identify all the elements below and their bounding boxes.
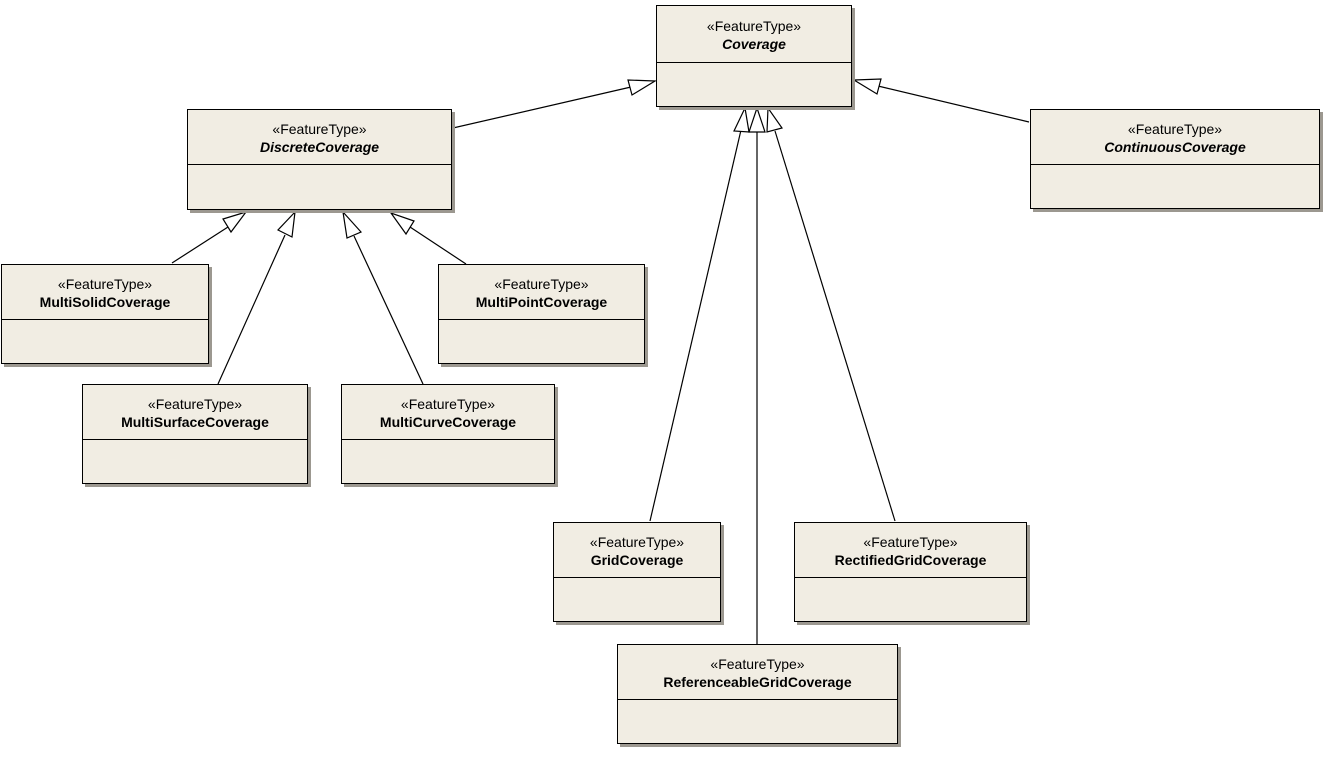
class-discrete-coverage[interactable]: «FeatureType» DiscreteCoverage [187,109,452,210]
class-attributes-compartment [188,165,451,209]
generalization-arrowhead [733,106,750,133]
class-coverage[interactable]: «FeatureType» Coverage [656,5,852,107]
generalization-arrowhead [851,78,882,95]
class-name: DiscreteCoverage [259,138,380,155]
class-attributes-compartment [657,63,851,106]
edge-continuous-to-coverage [877,85,1030,123]
generalization-arrowhead [748,106,766,133]
class-name: Coverage [722,35,786,52]
class-name: RectifiedGridCoverage [834,551,987,568]
stereotype-label: «FeatureType» [57,275,153,292]
edge-multisurface-to-discrete [217,234,286,385]
stereotype-label: «FeatureType» [863,533,958,550]
class-attributes-compartment [439,320,644,363]
class-attributes-compartment [342,440,554,483]
stereotype-label: «FeatureType» [494,275,589,292]
class-continuous-coverage[interactable]: «FeatureType» ContinuousCoverage [1030,109,1320,209]
edge-rectified-to-coverage [774,130,896,522]
class-attributes-compartment [618,700,897,743]
edge-multicurve-to-discrete [353,235,424,385]
class-name: MultiCurveCoverage [379,413,517,430]
class-header: «FeatureType» RectifiedGridCoverage [795,523,1026,578]
class-grid-coverage[interactable]: «FeatureType» GridCoverage [553,522,721,622]
stereotype-label: «FeatureType» [710,655,805,672]
class-header: «FeatureType» ReferenceableGridCoverage [618,645,897,700]
class-multi-point-coverage[interactable]: «FeatureType» MultiPointCoverage [438,264,645,364]
generalization-arrowhead [766,106,783,133]
class-name: MultiSurfaceCoverage [121,413,269,430]
generalization-arrowhead [342,210,363,239]
class-header: «FeatureType» Coverage [657,6,851,63]
class-multi-surface-coverage[interactable]: «FeatureType» MultiSurfaceCoverage [82,384,308,484]
class-multi-curve-coverage[interactable]: «FeatureType» MultiCurveCoverage [341,384,555,484]
class-attributes-compartment [83,440,307,483]
class-rectified-grid-coverage[interactable]: «FeatureType» RectifiedGridCoverage [794,522,1027,622]
edge-multipoint-to-discrete [409,226,467,265]
class-name: MultiSolidCoverage [39,293,171,310]
class-attributes-compartment [554,578,720,621]
stereotype-label: «FeatureType» [706,17,802,34]
class-header: «FeatureType» GridCoverage [554,523,720,578]
edge-grid-to-coverage [649,129,742,522]
generalization-arrowhead [222,210,248,234]
class-attributes-compartment [795,578,1026,621]
class-attributes-compartment [1031,165,1319,208]
class-name: MultiPointCoverage [475,293,608,310]
class-header: «FeatureType» MultiCurveCoverage [342,385,554,440]
generalization-arrowhead [389,211,415,236]
class-name: ContinuousCoverage [1104,138,1246,155]
generalization-arrowhead [627,79,658,96]
stereotype-label: «FeatureType» [589,533,685,550]
class-referenceable-grid-coverage[interactable]: «FeatureType» ReferenceableGridCoverage [617,644,898,744]
stereotype-label: «FeatureType» [1127,120,1223,137]
class-header: «FeatureType» ContinuousCoverage [1031,110,1319,165]
class-name: ReferenceableGridCoverage [663,673,852,690]
class-header: «FeatureType» MultiSolidCoverage [2,265,208,320]
class-multi-solid-coverage[interactable]: «FeatureType» MultiSolidCoverage [1,264,209,364]
edge-discrete-to-coverage [452,86,632,129]
stereotype-label: «FeatureType» [272,120,367,137]
class-header: «FeatureType» DiscreteCoverage [188,110,451,165]
class-name: GridCoverage [590,551,684,568]
class-header: «FeatureType» MultiSurfaceCoverage [83,385,307,440]
class-header: «FeatureType» MultiPointCoverage [439,265,644,320]
edge-multisolid-to-discrete [171,226,229,264]
stereotype-label: «FeatureType» [400,395,496,412]
generalization-arrowhead [277,210,296,238]
stereotype-label: «FeatureType» [147,395,243,412]
class-attributes-compartment [2,320,208,363]
